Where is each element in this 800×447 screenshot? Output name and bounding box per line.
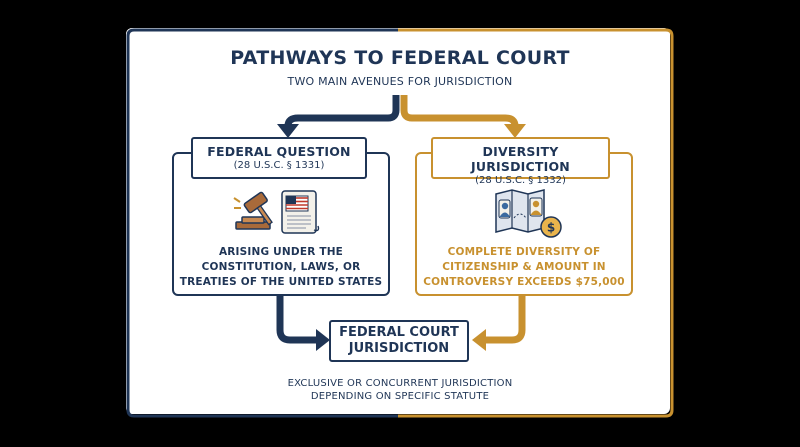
page-title: PATHWAYS TO FEDERAL COURT: [230, 47, 570, 69]
frame-border: [126, 28, 674, 418]
footnote-line-1: EXCLUSIVE OR CONCURRENT JURISDICTION: [287, 378, 513, 389]
federal-question-header: FEDERAL QUESTION (28 U.S.C. § 1331): [191, 137, 367, 179]
federal-question-title: FEDERAL QUESTION: [207, 144, 351, 159]
federal-question-line-1: ARISING UNDER THE: [218, 246, 344, 258]
footnote-line-2: DEPENDING ON SPECIFIC STATUTE: [310, 391, 490, 402]
arrow-head-right-bottom: [472, 329, 486, 351]
coin-symbol: $: [547, 221, 555, 235]
flag-document-icon: [281, 190, 320, 234]
federal-question-citation: (28 U.S.C. § 1331): [233, 160, 325, 171]
federal-question-line-2: CONSTITUTION, LAWS, OR: [201, 261, 361, 273]
arrow-from-diversity: [484, 296, 526, 344]
page-subtitle: TWO MAIN AVENUES FOR JURISDICTION: [287, 75, 513, 88]
federal-question-description: ARISING UNDER THE CONSTITUTION, LAWS, OR…: [176, 245, 386, 290]
arrow-head-left-top: [277, 124, 299, 138]
federal-court-jurisdiction-box: FEDERAL COURT JURISDICTION: [329, 320, 469, 362]
gavel-icon: [233, 191, 273, 230]
federal-question-line-3: TREATIES OF THE UNITED STATES: [179, 276, 383, 288]
arrow-to-federal-question: [284, 95, 400, 127]
map-people-icon: [495, 189, 545, 233]
diversity-citation: (28 U.S.C. § 1332): [475, 175, 566, 186]
arrow-from-federal-question: [276, 296, 318, 344]
arrow-head-right-top: [504, 124, 526, 138]
diversity-line-3: CONTROVERSY EXCEEDS $75,000: [423, 276, 625, 288]
arrow-to-diversity: [400, 95, 519, 127]
diversity-line-2: CITIZENSHIP & AMOUNT IN: [442, 261, 606, 273]
diversity-title: DIVERSITY JURISDICTION: [471, 144, 570, 174]
target-line-2: JURISDICTION: [348, 341, 450, 356]
diversity-description: COMPLETE DIVERSITY OF CITIZENSHIP & AMOU…: [419, 245, 629, 290]
diversity-header: DIVERSITY JURISDICTION (28 U.S.C. § 1332…: [431, 137, 610, 186]
target-line-1: FEDERAL COURT: [339, 325, 459, 340]
footnote: EXCLUSIVE OR CONCURRENT JURISDICTION DEP…: [126, 377, 674, 403]
diversity-line-1: COMPLETE DIVERSITY OF: [447, 246, 601, 258]
dollar-coin-icon: $: [540, 216, 562, 238]
arrow-head-left-bottom: [316, 329, 330, 351]
